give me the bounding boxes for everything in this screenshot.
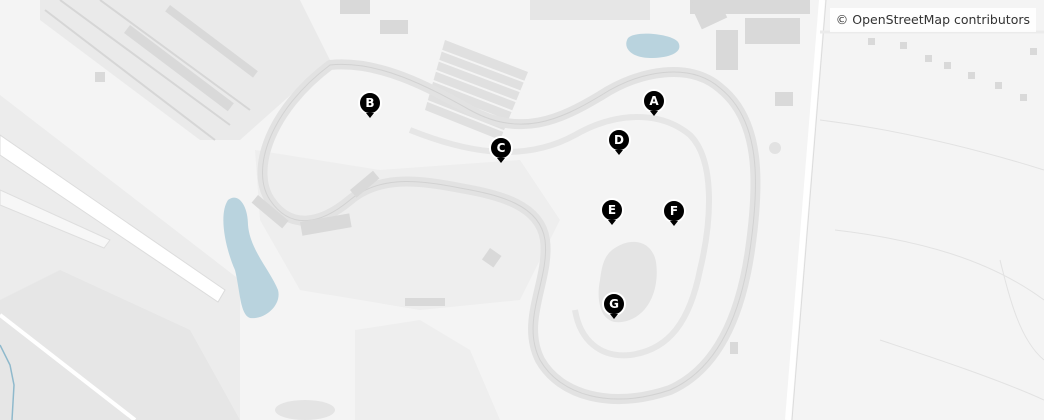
building-top-right-2 [690, 0, 728, 30]
marker-g-label: G [602, 292, 626, 316]
marker-c-tip [497, 158, 505, 163]
small-houses [868, 38, 1037, 101]
field-boundaries [819, 119, 1044, 401]
map-attribution[interactable]: © OpenStreetMap contributors [829, 8, 1036, 32]
pond-top [626, 33, 680, 58]
marker-b-tip [366, 113, 374, 118]
rail-3 [99, 0, 251, 111]
marker-a-tip [650, 111, 658, 116]
race-track-outer-edge [262, 63, 757, 400]
building-cluster-1 [300, 213, 352, 236]
marker-g-tip [610, 314, 618, 319]
marker-f-tip [670, 221, 678, 226]
lower-area [355, 320, 500, 420]
building-small-2 [380, 20, 408, 34]
runway [0, 134, 226, 303]
map-marker-g[interactable]: G [601, 292, 627, 324]
taxiway [0, 189, 111, 249]
building-top-right-5 [775, 92, 793, 106]
map-marker-c[interactable]: C [488, 136, 514, 168]
marker-e-tip [608, 220, 616, 225]
map-marker-b[interactable]: B [357, 91, 383, 123]
marker-d-tip [615, 150, 623, 155]
road-diagonal-left [0, 313, 137, 420]
race-track-inner [408, 114, 712, 359]
building-cluster-2 [251, 195, 289, 229]
marker-b-label: B [358, 91, 382, 115]
lower-left-area [0, 270, 240, 420]
building-long-1 [123, 24, 234, 112]
building-top-right-4 [716, 30, 738, 70]
rail-2 [59, 0, 231, 126]
river [0, 344, 15, 420]
map-marker-a[interactable]: A [641, 89, 667, 121]
map-marker-e[interactable]: E [599, 198, 625, 230]
building-top-1 [530, 0, 650, 20]
infield-area [255, 150, 560, 310]
building-cluster-5 [405, 298, 445, 306]
marker-c-label: C [489, 136, 513, 160]
marker-a-label: A [642, 89, 666, 113]
building-cluster-3 [350, 170, 380, 198]
building-small-1 [340, 0, 370, 14]
building-small-3 [95, 72, 105, 82]
lower-roundabout [275, 400, 335, 420]
marker-d-label: D [607, 128, 631, 152]
building-cluster-6 [730, 342, 738, 354]
marker-f-label: F [662, 199, 686, 223]
marker-e-label: E [600, 198, 624, 222]
lake-left [223, 197, 279, 319]
map-marker-d[interactable]: D [606, 128, 632, 160]
building-long-2 [165, 5, 258, 78]
map-marker-f[interactable]: F [661, 199, 687, 231]
building-cluster-4 [481, 248, 502, 268]
rail-1 [44, 9, 216, 141]
main-road-vertical [785, 0, 825, 420]
main-road-vertical-edge [791, 0, 827, 420]
building-top-right-3 [745, 18, 800, 44]
roundabout-right [769, 142, 781, 154]
